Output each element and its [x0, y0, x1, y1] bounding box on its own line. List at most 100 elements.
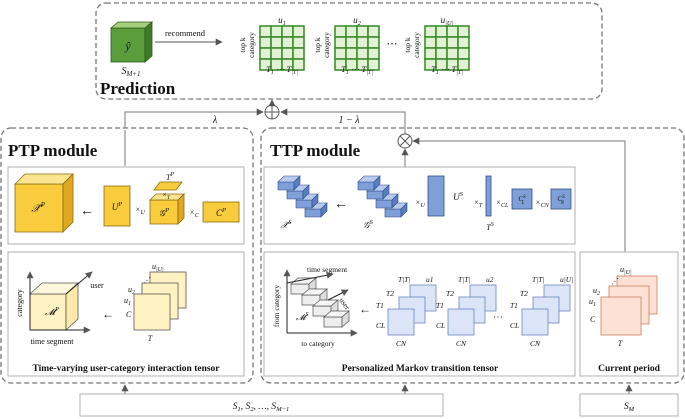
slab-front: [286, 190, 304, 200]
grid-cell: [292, 36, 305, 49]
ptp-slices: u|U| ⋰ u2 u1 C T: [124, 262, 187, 343]
matrix-row-label: top k: [313, 37, 322, 52]
svg-text:TS: TS: [486, 222, 493, 232]
ptp-module: PTP module 𝒳̂P ← UP ×U 𝒢P TP ×T ×C: [0, 127, 254, 384]
slab-side: [400, 202, 408, 218]
time-label-last: T|T|: [458, 275, 470, 284]
grid-cell: [367, 36, 380, 49]
ptp-axis-category: category: [15, 289, 24, 317]
grid-cell: [334, 36, 347, 49]
ptp-output-cube: 𝒳̂P: [14, 173, 74, 233]
matrix-col-label: T1 ⋯ T|T|: [266, 64, 298, 76]
ptp-factor-T: TP ×T: [153, 172, 183, 201]
time-label-2: T2: [446, 289, 454, 298]
grid-cell: [334, 47, 347, 60]
transition-slice: [387, 308, 415, 336]
ptp-axis-user: user: [90, 281, 104, 290]
recommend-label: recommend: [165, 28, 206, 38]
ttp-arrow: ←: [334, 197, 348, 212]
slab-front: [366, 190, 384, 200]
slab-side: [302, 184, 310, 200]
svg-text:u|U|: u|U|: [152, 262, 164, 273]
matrix-ellipsis: ⋯: [387, 38, 398, 50]
grid-cell: [270, 47, 283, 60]
grid-cell: [259, 47, 272, 60]
matrix-user-label: u2: [353, 15, 362, 27]
lambda-label: λ: [212, 115, 218, 126]
grid-cell: [457, 47, 470, 60]
grid-cell: [367, 25, 380, 38]
current-u-U: u|U|: [620, 265, 632, 276]
grid-cell: [292, 47, 305, 60]
ttp-xhat-stack: [277, 175, 328, 218]
ttp-core-label: 𝒢S: [363, 219, 373, 230]
ptp-title: PTP module: [8, 141, 98, 160]
matrix-col-label: T1 ⋯ T|T|: [341, 64, 373, 76]
user-label: u|U|: [560, 275, 573, 284]
stair-side: [341, 310, 350, 328]
grid-cell: [446, 36, 459, 49]
ttp-ellipsis: ⋯: [493, 312, 503, 323]
time-label-2: T2: [386, 289, 394, 298]
user-label: u1: [426, 275, 434, 284]
svg-text:CSL: CSL: [518, 195, 526, 206]
grid-cell: [281, 36, 294, 49]
grid-cell: [292, 58, 305, 71]
grid-cell: [281, 25, 294, 38]
matrix-col-label: T1 ⋯ T|T|: [431, 64, 463, 76]
matrix-row-label: top k: [403, 37, 412, 52]
svg-text:𝓜P: 𝓜P: [45, 306, 59, 317]
grid-cell: [259, 25, 272, 38]
ptp-slice-arrow: ←: [102, 307, 114, 321]
grid-cell: [435, 47, 448, 60]
ttp-m-label: 𝓜S: [296, 312, 309, 322]
ptp-times-U: ×U: [135, 205, 145, 216]
ttp-axis-from: from category: [272, 285, 281, 328]
slab-side: [391, 193, 399, 209]
svg-text:CSN: CSN: [557, 195, 565, 206]
matrix-user-label: u1: [278, 15, 286, 27]
ttp-times-CN: ×CN: [535, 198, 549, 209]
time-label-1: T1: [376, 301, 384, 310]
prediction-matrix-1: top k category u1 T1 ⋯ T|T|: [238, 15, 305, 76]
svg-text:US: US: [453, 191, 464, 202]
prediction-matrix-2: top k category u2 T1 ⋯ T|T|: [313, 15, 380, 76]
matrix-row-label: category: [412, 32, 421, 58]
svg-text:𝒢P: 𝒢P: [159, 207, 169, 218]
cn-label: CN: [456, 339, 467, 348]
ttp-core-stack: [357, 175, 408, 218]
current-u-1: u1: [589, 297, 596, 308]
slab-side: [373, 175, 381, 191]
current-t-label: T: [618, 339, 623, 348]
prediction-grid: [259, 25, 305, 71]
matrix-row-label: top k: [238, 37, 247, 52]
ttp-axis-time: time segment: [307, 265, 348, 274]
grid-cell: [367, 47, 380, 60]
time-label-1: T1: [436, 301, 444, 310]
ttp-times-CL: ×CL: [496, 198, 509, 209]
ptp-axis-time: time segment: [31, 337, 75, 346]
prediction-title: Prediction: [100, 79, 176, 98]
transition-slice: [521, 308, 549, 336]
grid-cell: [446, 25, 459, 38]
slab-side: [382, 184, 390, 200]
ttp-factor-T: TS: [485, 175, 494, 232]
grid-cell: [457, 58, 470, 71]
ttp-xhat-label: 𝒳̂S: [281, 219, 293, 230]
grid-cell: [356, 36, 369, 49]
time-label-2: T2: [520, 289, 528, 298]
ttp-slice-arrow: ←: [359, 302, 371, 316]
current-period-slices: u|U| ⋰ u2 u1 C T: [589, 265, 658, 348]
svg-text:SM: SM: [624, 402, 635, 413]
grid-cell: [259, 36, 272, 49]
current-u-2: u2: [593, 286, 600, 297]
slab-front: [295, 199, 313, 209]
grid-cell: [345, 47, 358, 60]
grid-cell: [270, 25, 283, 38]
user-label: u2: [486, 275, 494, 284]
time-label-last: T|T|: [398, 275, 410, 284]
svg-text:UP: UP: [112, 201, 123, 212]
prediction-matrix-U: top k category u|U| T1 ⋯ T|T|: [403, 15, 470, 76]
